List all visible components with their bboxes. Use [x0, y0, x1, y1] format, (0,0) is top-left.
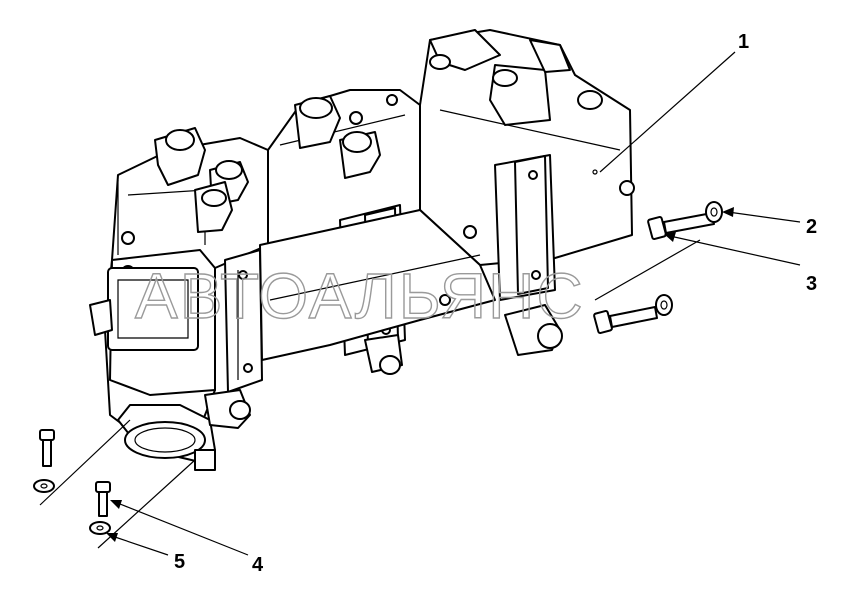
leader-3	[669, 235, 801, 266]
leader-5	[111, 535, 169, 556]
injection-pump-assembly	[89, 29, 635, 471]
callout-1: 1	[738, 31, 749, 53]
arrow-5-icon	[106, 533, 118, 542]
arrow-2-icon	[722, 207, 734, 217]
leader-1	[599, 51, 736, 173]
washer-icon	[655, 294, 673, 316]
callout-labels: 1 2 3 4 5	[174, 31, 817, 576]
callout-4: 4	[252, 554, 264, 576]
washer-5-icon	[89, 521, 111, 535]
leader-2	[727, 211, 801, 223]
callout-2: 2	[806, 216, 817, 238]
bolt-4-icon	[95, 481, 111, 517]
washer-2-icon	[705, 201, 723, 223]
bottom-bolt-left-icon	[33, 429, 55, 493]
bolt-icon	[593, 306, 658, 335]
leader-4	[114, 501, 249, 556]
arrow-4-icon	[110, 500, 122, 509]
arrow-3-icon	[664, 232, 676, 242]
leader-lines	[39, 51, 801, 556]
bolt-3-icon	[647, 212, 715, 241]
fasteners	[33, 201, 723, 535]
callout-3: 3	[806, 273, 817, 295]
watermark-text: АВТОАЛЬЯНС	[135, 260, 585, 332]
callout-5: 5	[174, 551, 185, 573]
